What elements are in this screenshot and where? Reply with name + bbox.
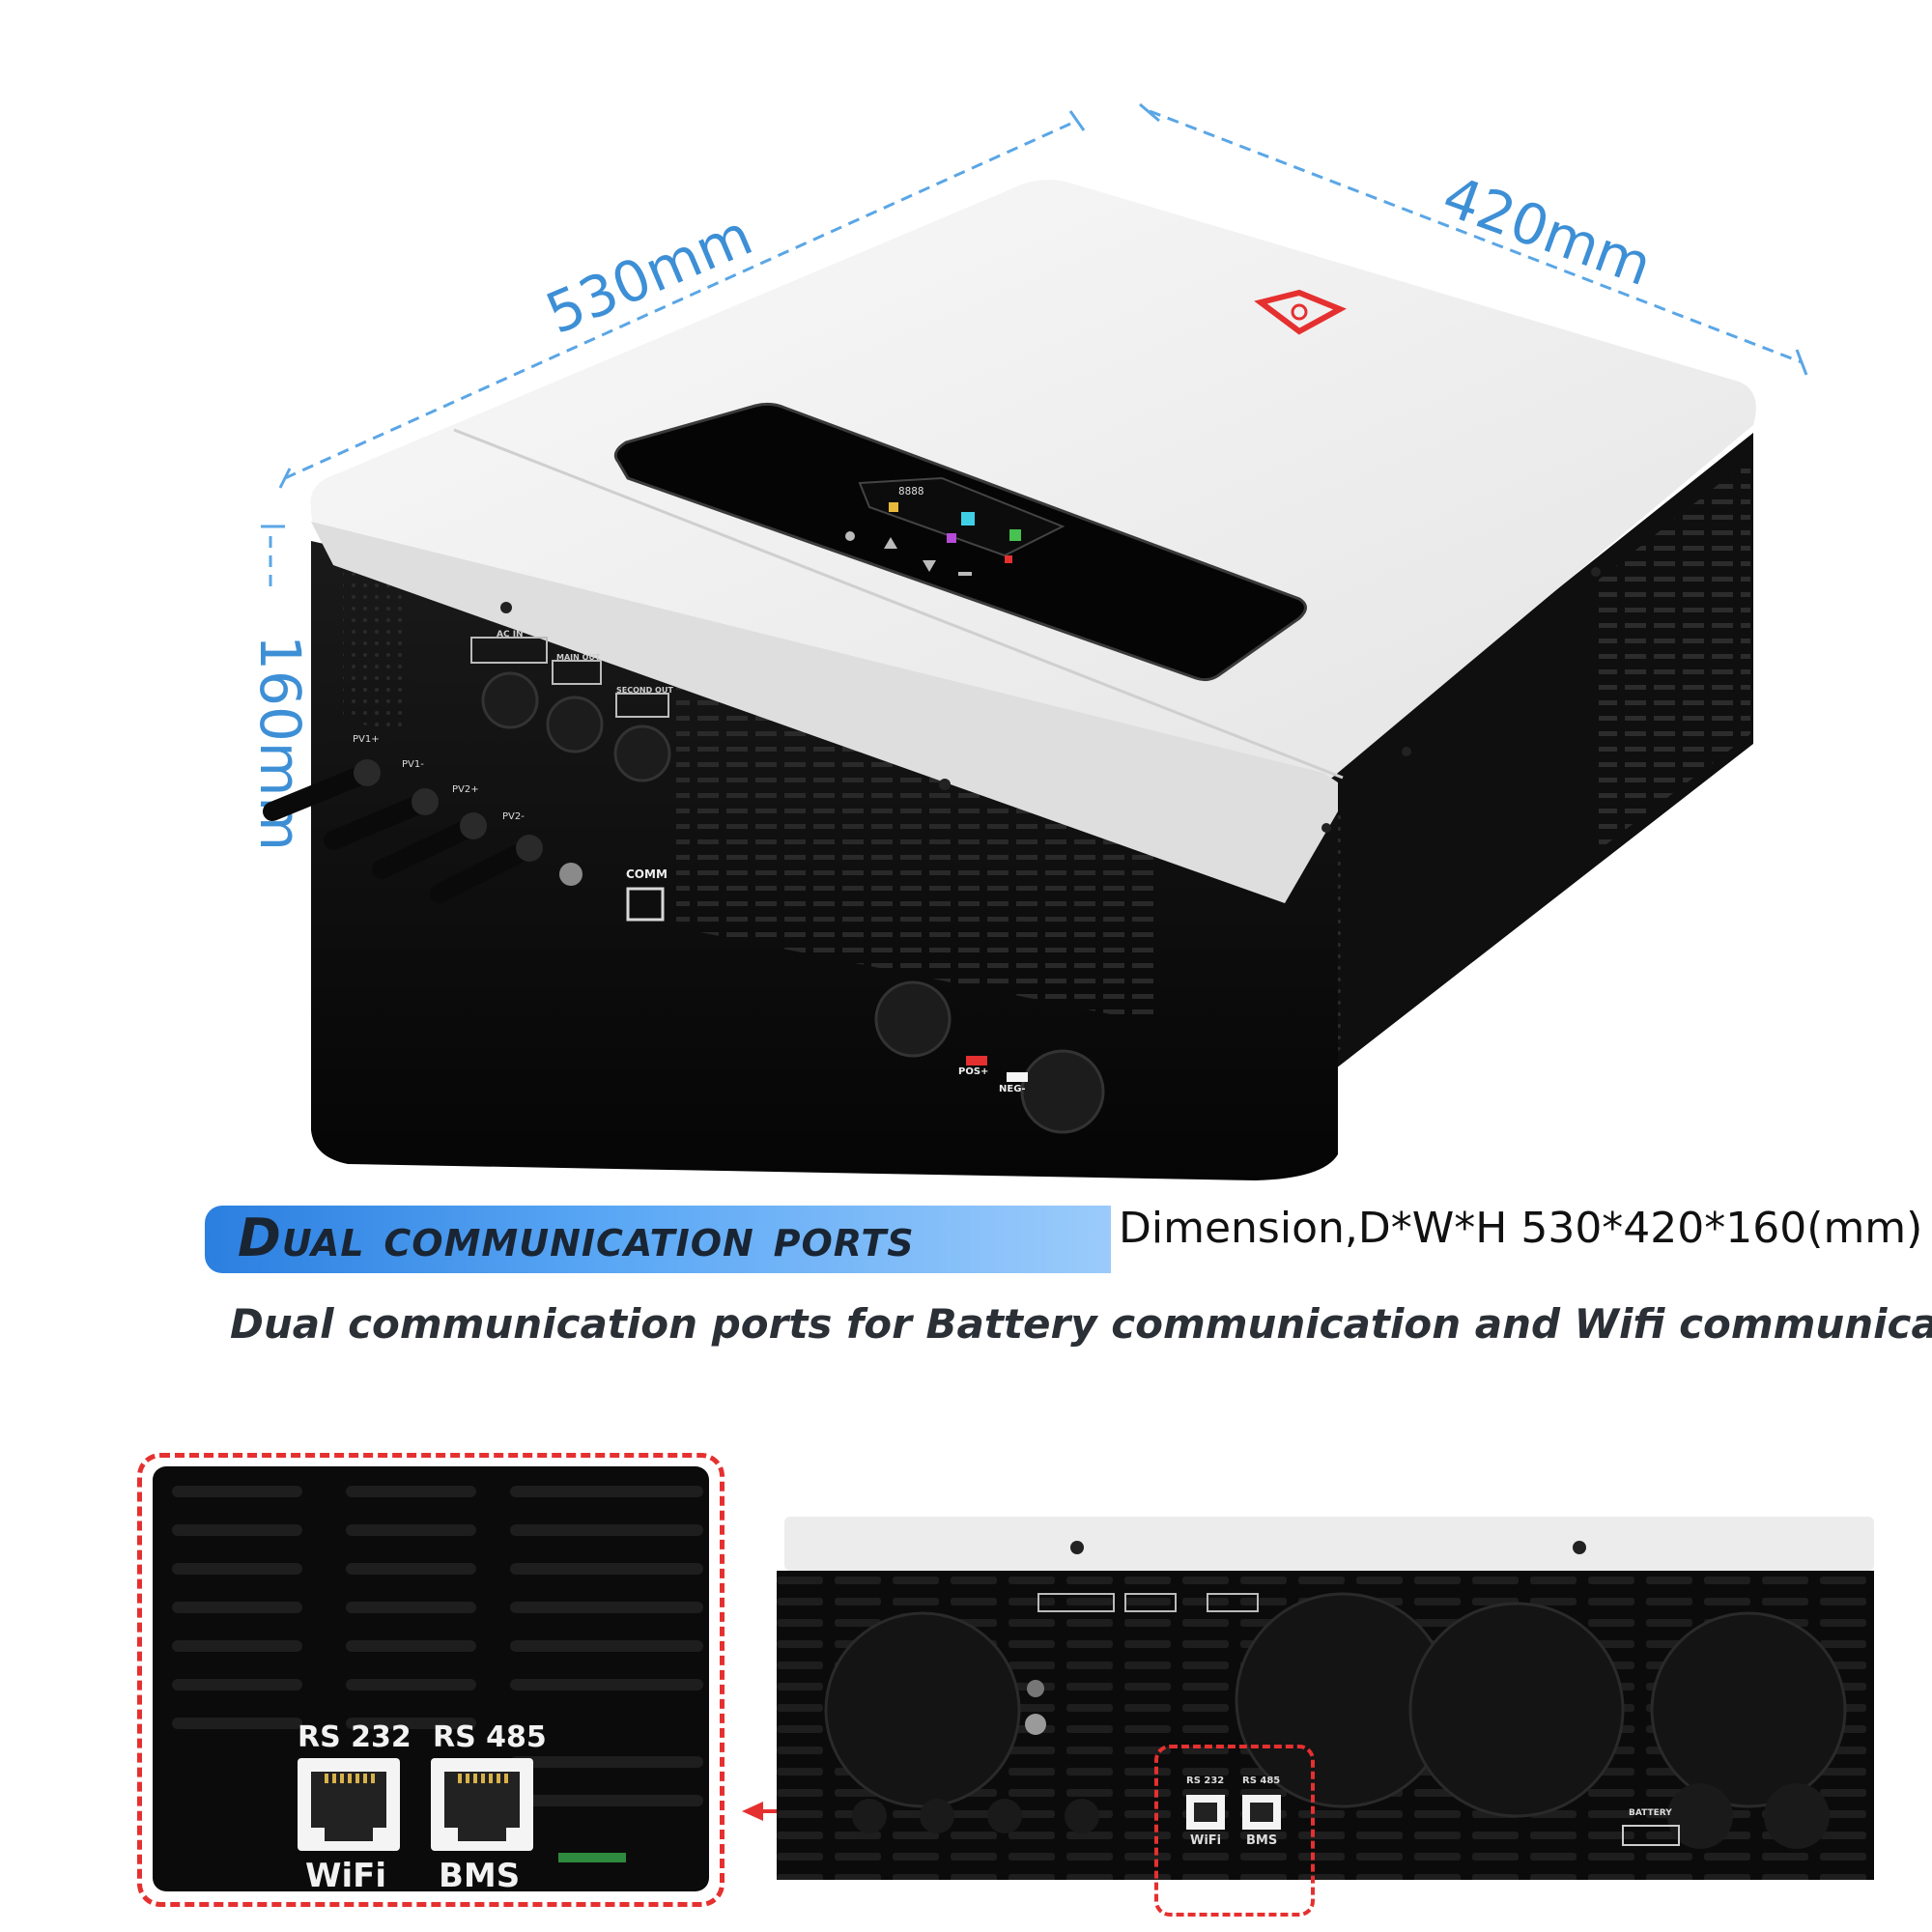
side-vent (1599, 459, 1750, 850)
bms-label: BMS (439, 1857, 521, 1891)
up-button-icon (884, 537, 897, 549)
heading-banner (205, 1206, 1111, 1273)
display-window (613, 402, 1307, 682)
pv-connector (430, 838, 539, 903)
top-cover (310, 180, 1756, 784)
main-out-label: MAIN OUT (556, 653, 601, 662)
brand-logo-icon (1254, 289, 1347, 335)
second-out-label: SECOND OUT (616, 686, 673, 695)
power-button-icon (845, 531, 855, 541)
cable-gland-icon (546, 696, 604, 753)
cover-edge (311, 522, 1338, 903)
lcd-indicator-red (1005, 555, 1012, 563)
pv-connector (372, 816, 483, 879)
comm-label: COMM (626, 867, 668, 881)
back-rs232-label: RS 232 (1186, 1776, 1225, 1786)
rs232-label: RS 232 (298, 1720, 412, 1754)
back-port-highlight (1154, 1745, 1315, 1917)
back-rs485-label: RS 485 (1242, 1776, 1281, 1786)
inverter-product-image (263, 180, 1756, 1180)
section-title: Dual communication ports (238, 1208, 915, 1268)
back-wifi-label: WiFi (1190, 1833, 1222, 1848)
comm-port-icon (626, 887, 665, 922)
section-subtitle: Dual communication ports for Battery com… (230, 1300, 1932, 1348)
zoom-vents (172, 1486, 703, 1862)
battery-gland-icon (1020, 1049, 1105, 1134)
pv1-minus-label: PV1- (402, 759, 424, 770)
pv-connector (263, 763, 377, 821)
pv2-plus-label: PV2+ (452, 784, 479, 795)
pos-label: POS+ (958, 1066, 989, 1077)
rs485-port-icon (431, 1758, 533, 1851)
lcd-indicator-cyan (961, 512, 975, 526)
second-out-terminal (615, 693, 669, 718)
neg-marker (1007, 1072, 1028, 1082)
ground-screw-icon (559, 863, 582, 886)
pv1-plus-label: PV1+ (353, 734, 380, 745)
width-dimension-line (1149, 109, 1803, 364)
inverter-back-view (777, 1517, 1874, 1880)
lcd-digits: 8888 (898, 485, 924, 497)
lcd-indicator-purple (947, 533, 956, 543)
main-out-terminal (552, 660, 602, 685)
pv-connector (324, 792, 435, 850)
lcd-indicator-green (1009, 529, 1021, 541)
ac-in-terminal (470, 637, 548, 664)
back-battery-label: BATTERY (1629, 1808, 1672, 1818)
neg-label: NEG- (999, 1084, 1026, 1094)
pos-marker (966, 1056, 987, 1065)
down-button-icon (923, 560, 936, 572)
enter-button-icon (958, 572, 972, 576)
depth-dimension-line (284, 119, 1078, 480)
ac-in-label: AC IN (497, 630, 524, 639)
zoom-callout-border (137, 1453, 724, 1907)
dimension-caption: Dimension,D*W*H 530*420*160(mm) (1113, 1202, 1929, 1255)
front-mesh-left (343, 570, 406, 734)
wifi-label: WiFi (305, 1857, 387, 1891)
cable-gland-icon (613, 724, 671, 782)
pv2-minus-label: PV2- (502, 811, 525, 822)
rs232-port-icon (298, 1758, 400, 1851)
back-bms-label: BMS (1246, 1833, 1278, 1848)
lcd-indicator-yellow (889, 502, 898, 512)
rs485-label: RS 485 (433, 1720, 547, 1754)
zoom-callout-panel: RS 232 RS 485 WiFi BMS (153, 1466, 709, 1891)
battery-gland-icon (874, 980, 952, 1058)
dimension-lines (261, 102, 1808, 594)
cable-gland-icon (481, 671, 539, 729)
